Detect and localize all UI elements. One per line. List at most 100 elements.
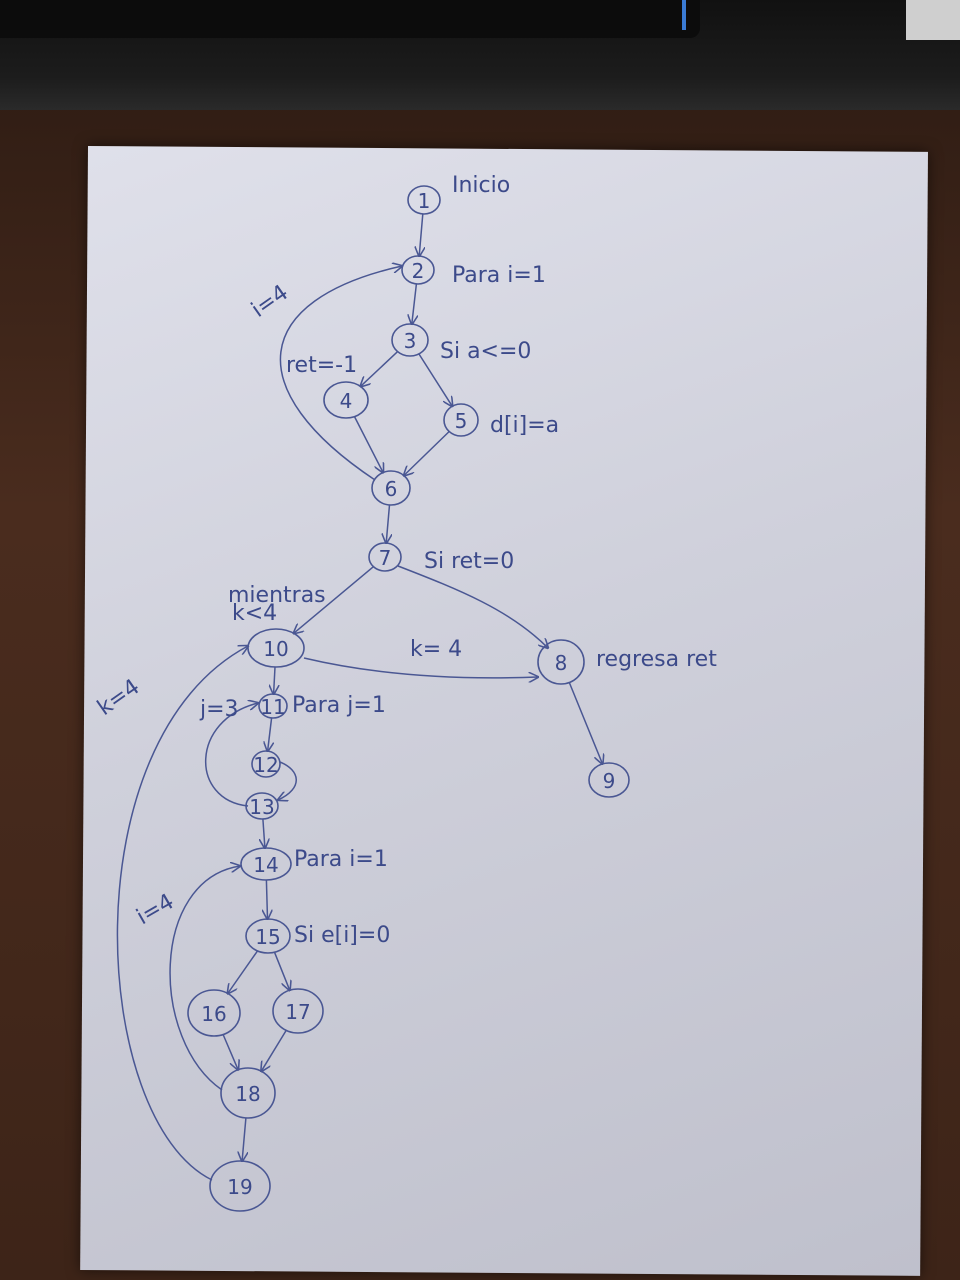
edge-5-6 <box>404 430 450 476</box>
node-6: 6 <box>371 470 411 506</box>
node-circle-13 <box>245 792 279 820</box>
node-circle-8 <box>537 639 585 685</box>
node-circle-9 <box>588 762 630 798</box>
node-label-19: 19 <box>227 1175 252 1199</box>
edge-16-18 <box>222 1034 238 1070</box>
node-9: 9 <box>588 762 630 798</box>
node-15: 15 <box>245 918 291 954</box>
node-label-6: 6 <box>385 477 398 501</box>
node-circle-17 <box>272 988 324 1034</box>
node-circle-6 <box>371 470 411 506</box>
node-circle-7 <box>368 542 402 572</box>
node-circle-1 <box>407 185 441 215</box>
annotation-si-e-i: Si e[i]=0 <box>294 923 390 948</box>
node-8: 8 <box>537 639 585 685</box>
annotation-inicio: Inicio <box>452 173 510 198</box>
node-18: 18 <box>220 1067 276 1119</box>
laptop-panel <box>906 0 960 40</box>
annotation-para-j: Para j=1 <box>292 693 386 718</box>
node-label-3: 3 <box>404 329 417 353</box>
node-circle-10 <box>247 628 305 668</box>
edge-3-4 <box>361 351 399 387</box>
node-circle-3 <box>391 323 429 357</box>
edge-1-2 <box>419 213 423 256</box>
annotation-si-a: Si a<=0 <box>440 339 531 364</box>
laptop-edge <box>0 0 960 110</box>
node-label-9: 9 <box>603 769 616 793</box>
edge-15-17 <box>273 951 290 990</box>
edge-15-16 <box>228 950 259 994</box>
node-circle-15 <box>245 918 291 954</box>
edge-18-19 <box>242 1117 246 1161</box>
edge-4-6 <box>353 416 384 473</box>
edge-17-18 <box>261 1030 287 1071</box>
node-label-16: 16 <box>201 1002 226 1026</box>
node-label-8: 8 <box>555 651 568 675</box>
edge-12-13 <box>278 761 297 800</box>
annotation-k-less-4: k<4 <box>232 601 277 626</box>
edge-label-19-10: k=4 <box>93 675 144 721</box>
node-circle-5 <box>443 403 479 437</box>
node-12: 12 <box>251 750 281 778</box>
edge-8-9 <box>568 682 602 764</box>
node-19: 19 <box>209 1160 271 1212</box>
node-label-1: 1 <box>418 189 431 213</box>
edge-19-10 <box>116 646 248 1181</box>
annotation-para-i-inner: Para i=1 <box>294 847 388 872</box>
node-circle-11 <box>258 693 288 719</box>
node-1: 1 <box>407 185 441 215</box>
edge-label-6-2: i=4 <box>247 280 293 323</box>
edge-11-12 <box>268 717 272 751</box>
edges-layer: i=4k= 4j=3i=4k=4 <box>93 213 602 1181</box>
node-label-14: 14 <box>253 853 278 877</box>
node-circle-16 <box>187 989 241 1037</box>
edge-label-13-11: j=3 <box>199 697 239 722</box>
node-label-18: 18 <box>235 1082 260 1106</box>
node-label-5: 5 <box>455 409 468 433</box>
node-label-13: 13 <box>249 795 274 819</box>
node-circle-4 <box>323 381 369 419</box>
node-label-10: 10 <box>263 637 288 661</box>
node-circle-18 <box>220 1067 276 1119</box>
node-14: 14 <box>240 847 292 881</box>
edge-10-11 <box>274 666 275 694</box>
node-label-17: 17 <box>285 1000 310 1024</box>
node-label-11: 11 <box>260 695 285 719</box>
node-circle-19 <box>209 1160 271 1212</box>
edge-label-10-8: k= 4 <box>410 637 462 662</box>
annotation-para-i: Para i=1 <box>452 263 546 288</box>
node-label-15: 15 <box>255 925 280 949</box>
node-7: 7 <box>368 542 402 572</box>
node-2: 2 <box>401 255 435 285</box>
edge-10-8 <box>303 657 538 678</box>
laptop-screen <box>0 0 700 38</box>
edge-13-14 <box>263 818 265 848</box>
node-label-12: 12 <box>253 753 278 777</box>
annotation-mientras: mientras <box>228 583 326 608</box>
edge-13-11 <box>204 703 258 807</box>
edge-6-2 <box>279 266 402 481</box>
node-11: 11 <box>258 693 288 719</box>
node-10: 10 <box>247 628 305 668</box>
node-circle-14 <box>240 847 292 881</box>
node-5: 5 <box>443 403 479 437</box>
node-circle-12 <box>251 750 281 778</box>
annotation-d-i-a: d[i]=a <box>490 413 559 438</box>
edge-2-3 <box>412 283 417 324</box>
edge-7-10 <box>294 566 374 634</box>
node-label-7: 7 <box>379 546 392 570</box>
node-13: 13 <box>245 792 279 820</box>
edge-3-5 <box>418 353 452 406</box>
node-label-2: 2 <box>412 259 425 283</box>
node-4: 4 <box>323 381 369 419</box>
edge-18-14 <box>169 866 240 1091</box>
node-circle-2 <box>401 255 435 285</box>
node-16: 16 <box>187 989 241 1037</box>
laptop-light-strip <box>682 0 686 30</box>
edge-7-8 <box>397 565 548 648</box>
annotation-regresa-ret: regresa ret <box>596 647 717 672</box>
edge-14-15 <box>266 879 267 919</box>
annotation-si-ret: Si ret=0 <box>424 549 514 574</box>
